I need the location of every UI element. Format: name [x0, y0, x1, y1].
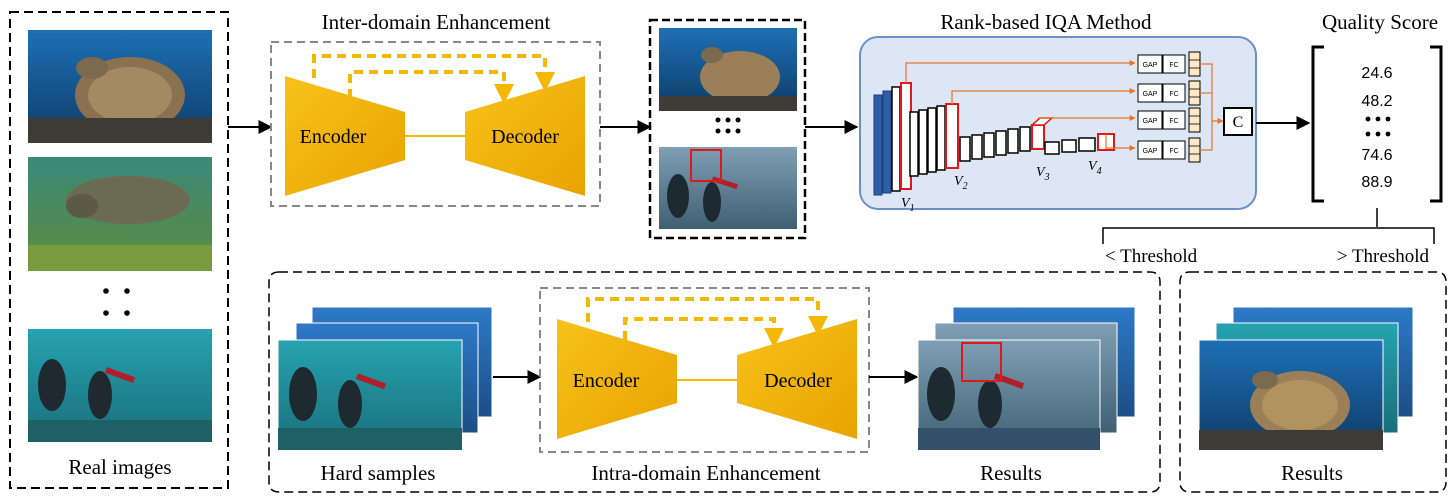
enhanced-image-divers [659, 147, 797, 229]
intra-decoder-label: Decoder [764, 370, 832, 392]
svg-text:GAP: GAP [1143, 148, 1158, 155]
svg-text:GAP: GAP [1143, 62, 1158, 69]
real-image-divers [28, 329, 212, 442]
intra-skip-connections [586, 297, 828, 348]
threshold-brace [1102, 208, 1435, 244]
intra-results-label: Results [980, 461, 1042, 485]
results-red-highlight-box [961, 342, 1002, 382]
real-images-label: Real images [68, 455, 171, 479]
head-1: GAP FC [1137, 51, 1201, 77]
inter-encoder-label: Encoder [300, 126, 367, 148]
svg-text:FC: FC [1169, 148, 1178, 155]
intra-results-stack [917, 306, 1136, 451]
inter-decoder [465, 76, 585, 196]
real-images-frame [9, 11, 229, 489]
concat-label: C [1233, 114, 1244, 131]
inter-domain-title: Inter-domain Enhancement [322, 10, 551, 34]
enhanced-output-frame [648, 18, 807, 240]
score-2: 48.2 [1361, 93, 1392, 110]
cnn-stage-3 [959, 117, 1054, 162]
intra-encoder [557, 319, 677, 439]
svg-text:GAP: GAP [1143, 118, 1158, 125]
hard-samples-stack [277, 306, 493, 451]
score-4: 88.9 [1361, 174, 1392, 191]
head-4: GAP FC [1137, 137, 1201, 163]
iqa-title: Rank-based IQA Method [940, 10, 1152, 34]
ellipsis-vertical-icon [103, 288, 130, 316]
cnn-stage-2 [909, 103, 959, 177]
intra-domain-frame [539, 287, 870, 453]
intra-encoder-label: Encoder [573, 370, 640, 392]
final-results-stack [1198, 306, 1414, 451]
concat-arrows [1200, 63, 1224, 151]
svg-text:FC: FC [1169, 91, 1178, 98]
head-2: GAP FC [1137, 80, 1201, 106]
final-results-label: Results [1281, 461, 1343, 485]
tap-arrows [905, 60, 1136, 151]
intra-domain-title: Intra-domain Enhancement [591, 461, 820, 485]
real-image-turtle [28, 30, 212, 143]
ellipsis-icon [715, 117, 741, 134]
hard-samples-label: Hard samples [321, 461, 436, 485]
threshold-gt-label: > Threshold [1337, 246, 1430, 267]
real-image-manatee [28, 157, 212, 271]
head-3: GAP FC [1137, 107, 1201, 133]
red-highlight-box [690, 149, 722, 182]
concat-box [1223, 107, 1253, 136]
svg-text:FC: FC [1169, 118, 1178, 125]
gap-fc-heads: GAP FC GAP FC GAP FC GAP FC [1137, 51, 1201, 163]
score-3: 74.6 [1361, 147, 1392, 164]
score-brackets [1311, 45, 1443, 203]
inter-encoder [285, 76, 405, 196]
svg-text:FC: FC [1169, 62, 1178, 69]
quality-score-title: Quality Score [1322, 10, 1438, 34]
inter-skip-connections [312, 54, 555, 104]
results-frame [1179, 271, 1447, 493]
cnn-stage-1 [873, 82, 912, 196]
intra-decoder [737, 319, 857, 439]
score-1: 24.6 [1361, 65, 1392, 82]
inter-decoder-label: Decoder [491, 126, 559, 148]
enhanced-image-turtle [659, 28, 797, 111]
inter-domain-frame [270, 41, 601, 207]
score-ellipsis-icon [1365, 116, 1391, 137]
svg-text:GAP: GAP [1143, 91, 1158, 98]
threshold-lt-label: < Threshold [1105, 246, 1198, 267]
